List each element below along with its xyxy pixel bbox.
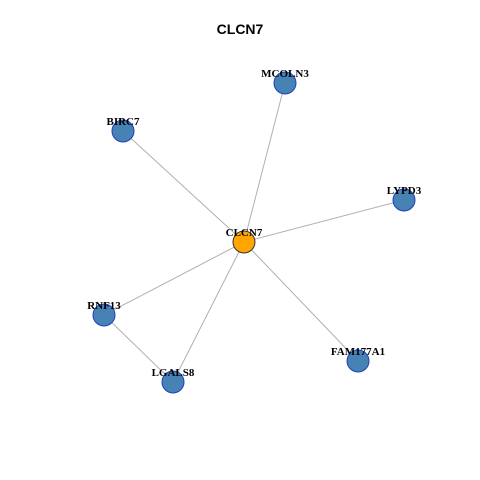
edge-clcn7-fam177a1	[243, 241, 359, 362]
edge-clcn7-lgals8	[172, 241, 245, 383]
node-birc7[interactable]: BIRC7	[106, 116, 140, 143]
edge-clcn7-lypd3	[243, 199, 405, 243]
edge-clcn7-birc7	[122, 130, 245, 243]
node-circle-clcn7[interactable]	[232, 230, 256, 254]
node-label-clcn7: CLCN7	[226, 227, 263, 239]
node-label-mcoln3: MCOLN3	[261, 68, 309, 80]
node-rnf13[interactable]: RNF13	[87, 300, 121, 327]
node-circle-mcoln3[interactable]	[273, 71, 297, 95]
diagram-title: CLCN7	[216, 21, 264, 37]
node-label-fam177a1: FAM177A1	[331, 346, 385, 358]
node-label-rnf13: RNF13	[87, 300, 121, 312]
edge-layer	[103, 82, 405, 383]
node-circle-lgals8[interactable]	[161, 370, 185, 394]
node-clcn7[interactable]: CLCN7	[226, 227, 263, 254]
node-lgals8[interactable]: LGALS8	[152, 367, 195, 394]
node-mcoln3[interactable]: MCOLN3	[261, 68, 309, 95]
node-label-birc7: BIRC7	[106, 116, 140, 128]
node-circle-lypd3[interactable]	[392, 188, 416, 212]
node-label-lypd3: LYPD3	[387, 185, 422, 197]
node-circle-fam177a1[interactable]	[346, 349, 370, 373]
edge-clcn7-rnf13	[103, 241, 245, 316]
node-label-lgals8: LGALS8	[152, 367, 195, 379]
node-fam177a1[interactable]: FAM177A1	[331, 346, 385, 373]
node-circle-rnf13[interactable]	[92, 303, 116, 327]
edge-clcn7-mcoln3	[243, 82, 286, 243]
node-circle-birc7[interactable]	[111, 119, 135, 143]
edge-rnf13-lgals8	[103, 314, 174, 383]
node-lypd3[interactable]: LYPD3	[387, 185, 422, 212]
